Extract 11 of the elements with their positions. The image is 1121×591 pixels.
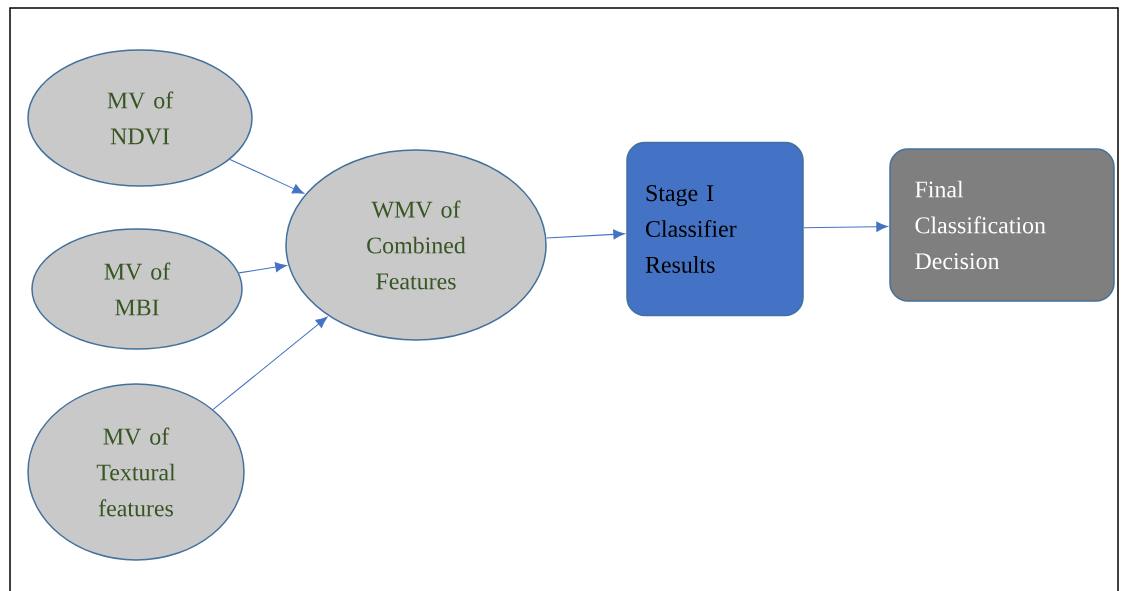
arrow [229, 158, 305, 194]
process-box: Final Classification Decision [889, 148, 1115, 302]
arrow [238, 262, 287, 274]
ellipse-node: MV of NDVI [27, 49, 253, 187]
ellipse-node: MV of MBI [31, 228, 243, 350]
ellipse-node: WMV of Combined Features [285, 149, 547, 341]
arrow [803, 221, 888, 232]
ellipse-node: MV of Textural features [27, 383, 245, 561]
arrow [545, 229, 625, 240]
process-box: Stage I Classifier Results [626, 141, 804, 317]
arrow [212, 316, 328, 410]
